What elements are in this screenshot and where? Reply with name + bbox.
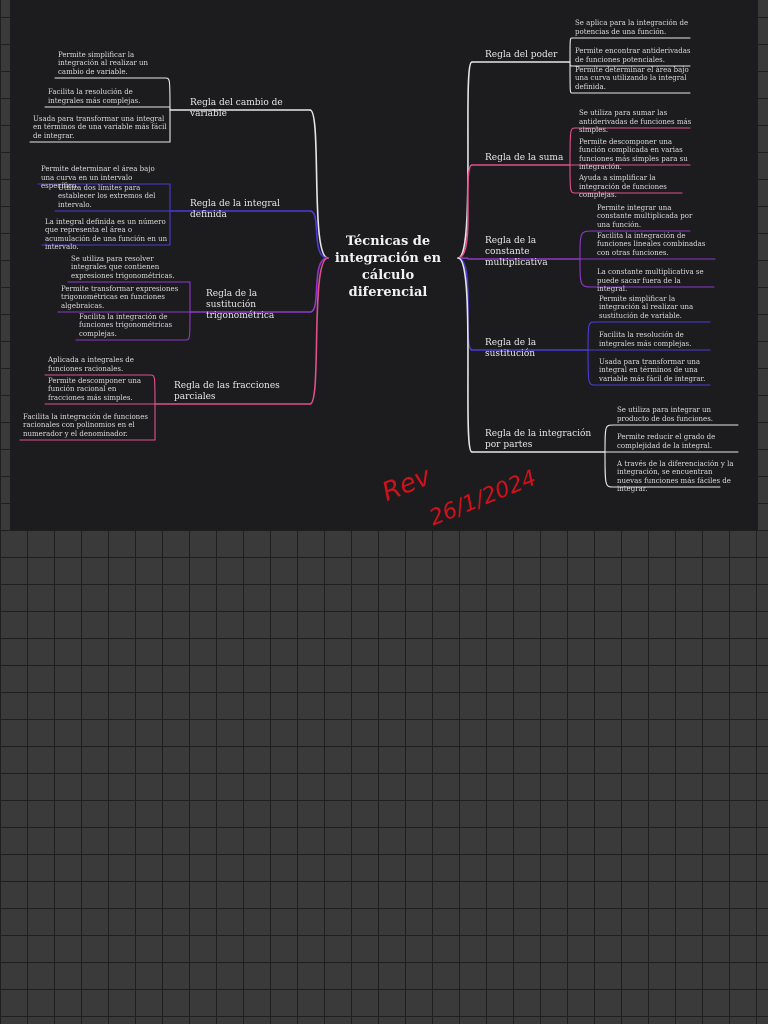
leaf-right-3-2: Usada para transformar una integral en t… bbox=[599, 357, 706, 383]
leaf-right-4-0: Se utiliza para integrar un producto de … bbox=[617, 406, 714, 423]
leaf-right-4-1: Permite reducir el grado de complejidad … bbox=[617, 433, 716, 450]
branch-left-2[interactable]: Regla de la sustitución trigonométrica bbox=[206, 289, 275, 321]
branch-left-0[interactable]: Regla del cambio de variable bbox=[190, 98, 283, 119]
leaf-right-3-0: Permite simplificar la integración al re… bbox=[599, 294, 694, 320]
leaf-left-2-0: Se utiliza para resolver integrales que … bbox=[71, 254, 175, 280]
branch-left-3[interactable]: Regla de las fracciones parciales bbox=[174, 381, 280, 402]
leaf-left-0-2: Usada para transformar una integral en t… bbox=[33, 114, 167, 140]
connector-lines bbox=[19, 37, 739, 488]
branch-right-4[interactable]: Regla de la integración por partes bbox=[485, 429, 592, 450]
leaf-right-0-1: Permite encontrar antiderivadas de funci… bbox=[575, 47, 691, 64]
branch-right-3[interactable]: Regla de la sustitución bbox=[485, 338, 537, 359]
twig-right-1-2 bbox=[569, 164, 577, 194]
leaf-left-0-0: Permite simplificar la integración al re… bbox=[58, 50, 149, 76]
trunk-right-0 bbox=[457, 61, 473, 259]
leaf-right-1-0: Se utiliza para sumar las antiderivadas … bbox=[579, 109, 692, 134]
leaf-left-1-0: Permite determinar el área bajo una curv… bbox=[41, 165, 155, 190]
leaf-right-2-0: Permite integrar una constante multiplic… bbox=[597, 203, 693, 229]
twig-right-3-2 bbox=[587, 349, 597, 386]
twig-right-3-0 bbox=[587, 321, 597, 351]
leaf-right-3-1: Facilita la resolución de integrales más… bbox=[599, 331, 692, 348]
twig-right-4-0 bbox=[604, 424, 615, 453]
trunk-right-2 bbox=[457, 257, 473, 260]
twig-right-2-0 bbox=[579, 230, 595, 260]
trunk-left-0 bbox=[309, 109, 329, 259]
trunk-left-2 bbox=[309, 257, 329, 313]
twig-left-0-0 bbox=[164, 77, 171, 111]
branch-right-0[interactable]: Regla del poder bbox=[485, 50, 558, 60]
leaf-left-3-2: Facilita la integración de funciones rac… bbox=[23, 412, 148, 438]
trunk-right-4 bbox=[457, 257, 473, 453]
branch-left-1[interactable]: Regla de la integral definida bbox=[190, 199, 280, 220]
leaf-right-1-1: Permite descomponer una función complica… bbox=[579, 137, 688, 172]
twig-left-2-2 bbox=[184, 311, 191, 341]
twig-left-3-0 bbox=[149, 374, 156, 405]
leaf-left-0-1: Facilita la resolución de integrales más… bbox=[48, 88, 141, 105]
leaf-right-2-2: La constante multiplicativa se puede sac… bbox=[597, 268, 704, 293]
twig-right-2-2 bbox=[579, 258, 595, 288]
leaf-left-3-0: Aplicada a integrales de funciones racio… bbox=[48, 356, 134, 373]
center-title[interactable]: Técnicas de integración en cálculo difer… bbox=[334, 234, 442, 300]
leaf-right-0-0: Se aplica para la integración de potenci… bbox=[575, 19, 689, 36]
trunk-left-3 bbox=[309, 257, 329, 405]
twig-right-4-2 bbox=[604, 451, 615, 488]
leaf-right-1-2: Ayuda a simplificar la integración de fu… bbox=[579, 174, 667, 199]
leaf-left-3-1: Permite descomponer una función racional… bbox=[48, 376, 142, 402]
twig-right-0-2 bbox=[569, 61, 573, 94]
twig-right-1-0 bbox=[569, 127, 577, 166]
branch-right-1[interactable]: Regla de la suma bbox=[485, 153, 564, 163]
branch-right-2[interactable]: Regla de la constante multiplicativa bbox=[485, 236, 548, 268]
trunk-left-1 bbox=[309, 210, 329, 259]
leaf-left-1-2: La integral definida es un número que re… bbox=[45, 217, 168, 252]
leaf-left-2-1: Permite transformar expresiones trigonom… bbox=[61, 284, 179, 310]
leaf-right-2-1: Facilita la integración de funciones lin… bbox=[597, 231, 706, 257]
leaf-left-2-2: Facilita la integración de funciones tri… bbox=[79, 312, 173, 338]
leaf-right-4-2: A través de la diferenciación y la integ… bbox=[617, 459, 734, 494]
mind-map-canvas: Técnicas de integración en cálculo difer… bbox=[10, 0, 758, 530]
leaf-right-0-2: Permite determinar el área bajo una curv… bbox=[575, 65, 689, 91]
trunk-right-1 bbox=[457, 164, 473, 259]
leaf-left-1-1: Utiliza dos límites para establecer los … bbox=[58, 183, 156, 209]
